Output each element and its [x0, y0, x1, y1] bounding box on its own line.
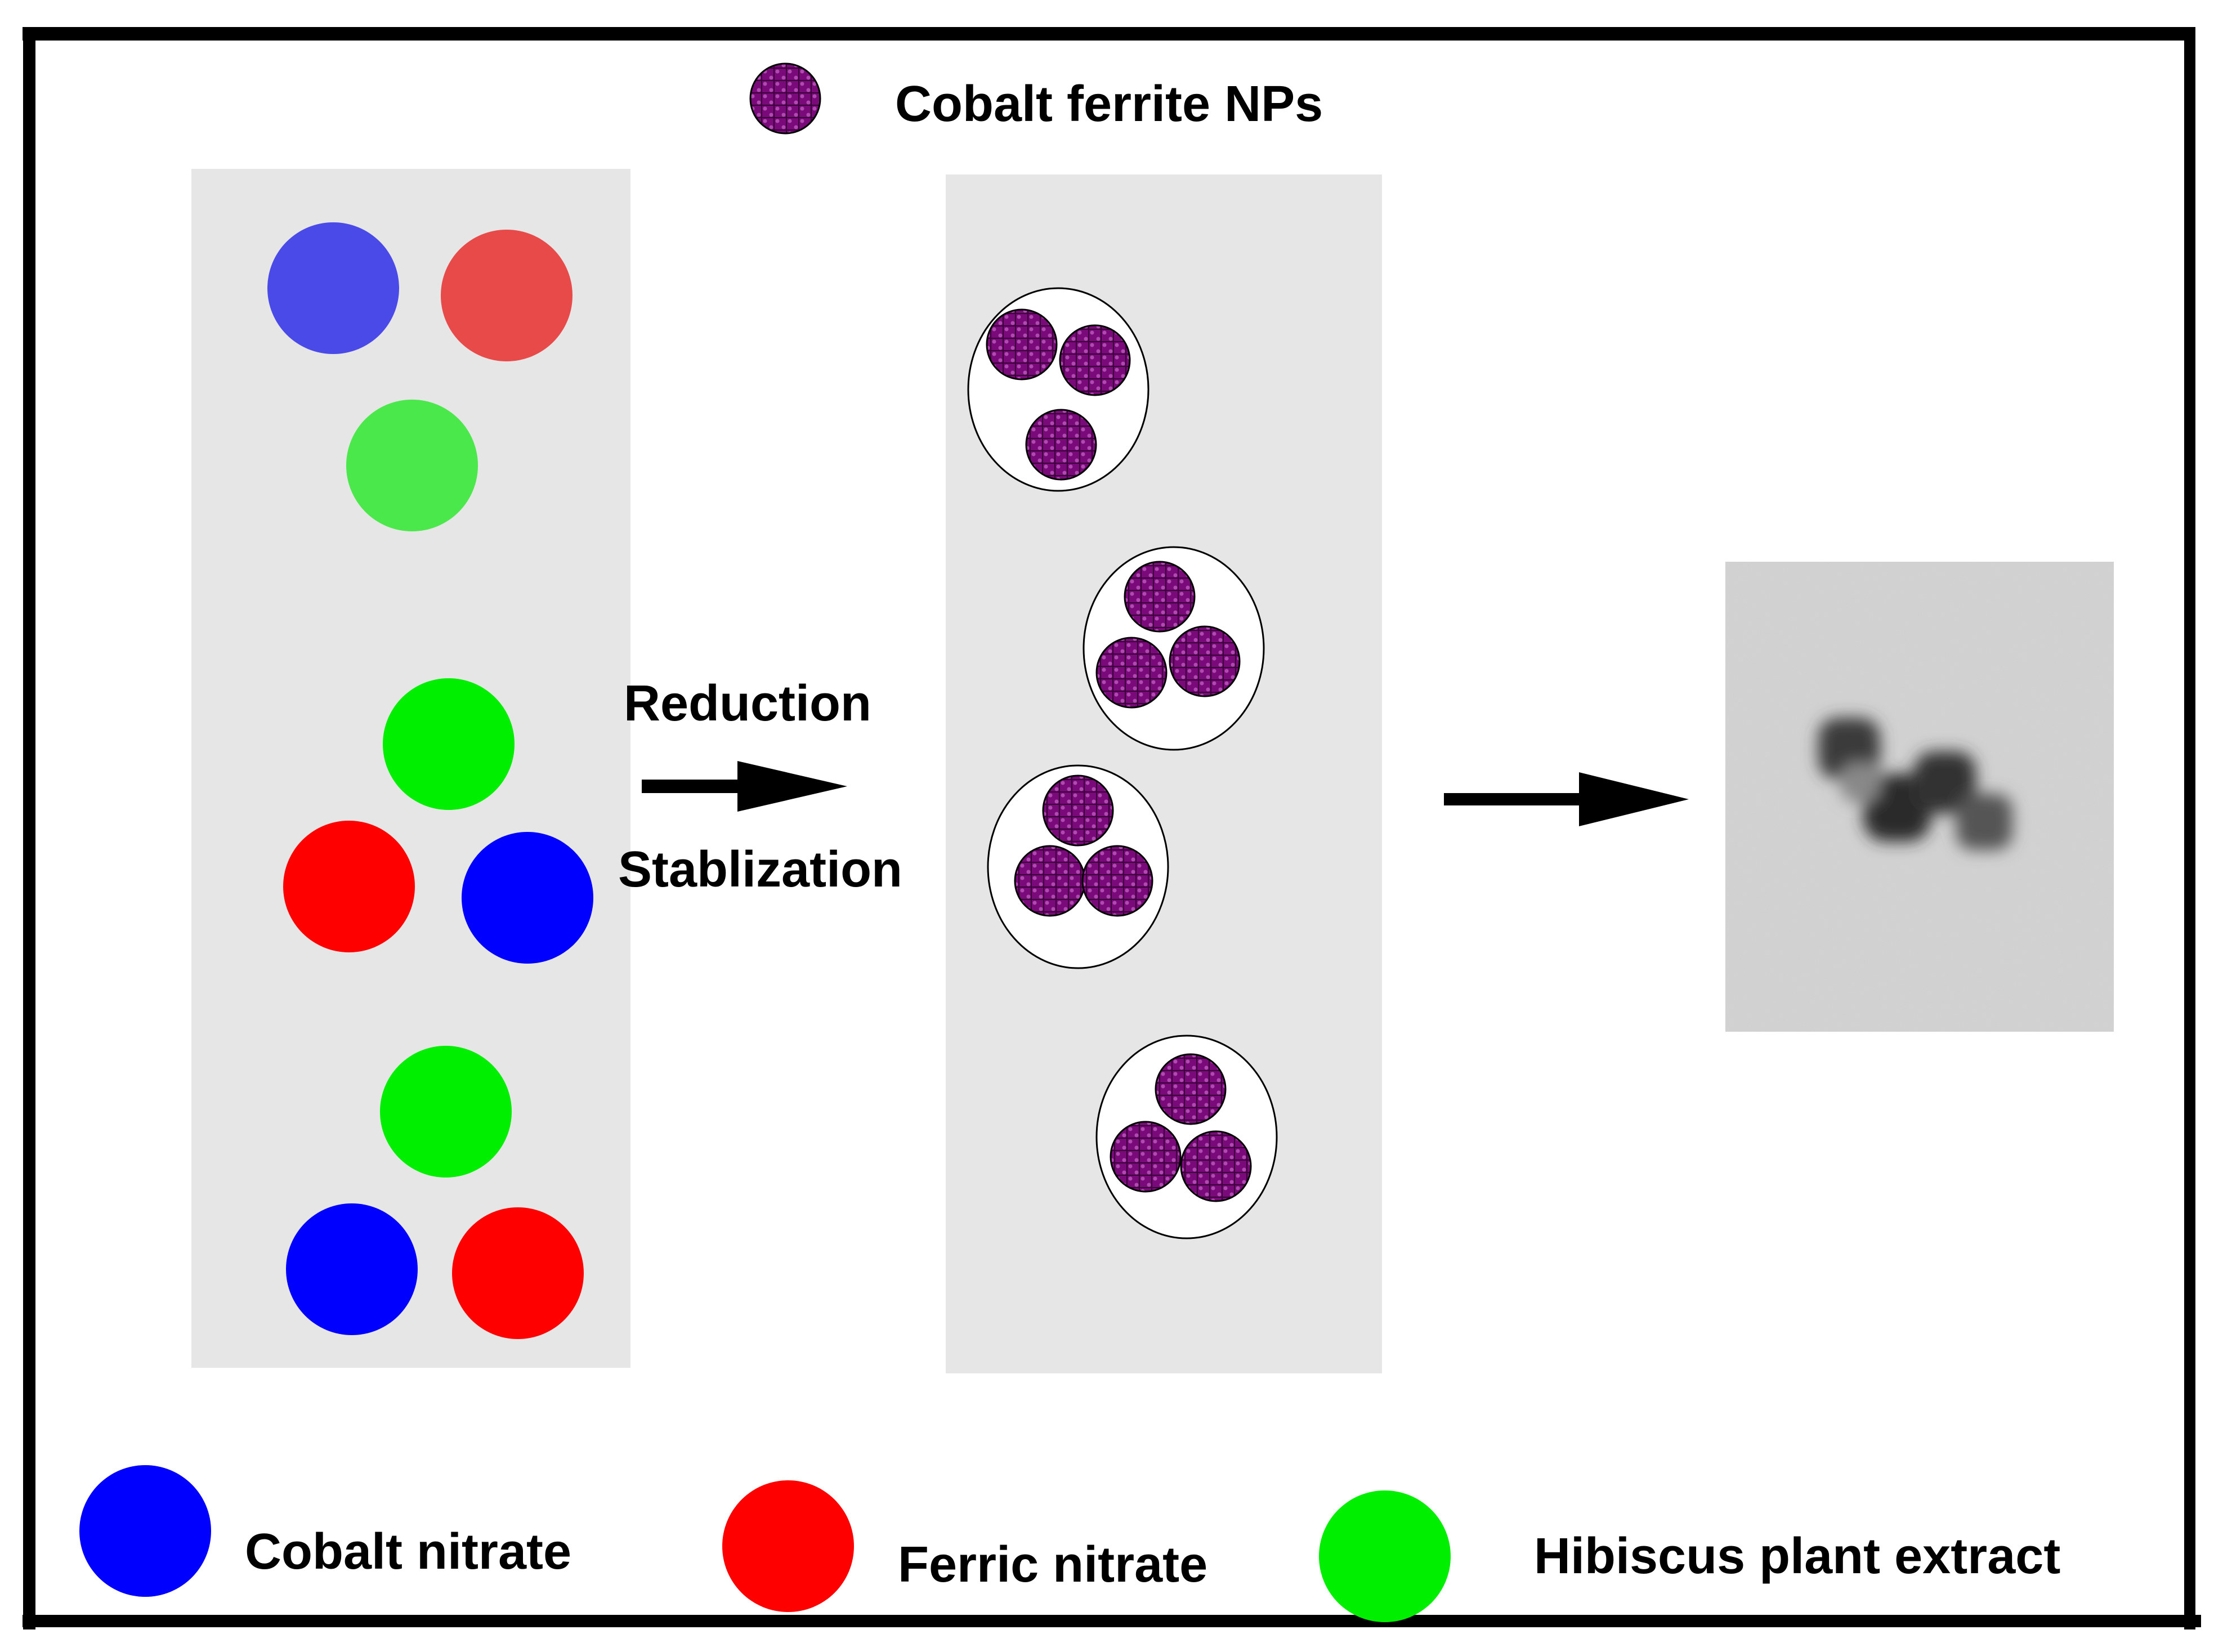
legend-label: Hibiscus plant extract [1534, 1528, 2060, 1584]
precursor-group-3 [286, 1046, 584, 1339]
legend-item-ferric-nitrate: Ferric nitrate [722, 1480, 1207, 1612]
legend-swatch [722, 1480, 854, 1612]
legend: Cobalt nitrate Ferric nitrate Hibiscus p… [79, 1465, 2060, 1622]
outer-frame [23, 27, 2201, 1629]
extract-dot [383, 678, 515, 810]
capped-cluster [1095, 1035, 1278, 1239]
extract-dot [346, 400, 478, 531]
legend-swatch [1319, 1490, 1451, 1622]
cobalt-nitrate-dot [267, 222, 399, 354]
ferric-nitrate-dot [283, 821, 415, 952]
reduction-label: Reduction [624, 675, 871, 732]
ferric-nitrate-dot [441, 230, 572, 361]
cobalt-nitrate-dot [286, 1203, 418, 1335]
cobalt-nitrate-dot [462, 832, 593, 964]
nanoparticle-panel [946, 174, 1382, 1373]
process-step: Reduction Stablization [618, 675, 902, 898]
right-arrow-icon [1444, 772, 1689, 826]
capped-cluster [987, 764, 1169, 969]
top-legend: Cobalt ferrite NPs [749, 62, 1323, 135]
precursor-panel [191, 169, 630, 1368]
top-legend-label: Cobalt ferrite NPs [895, 76, 1323, 132]
capped-cluster [967, 287, 1150, 492]
legend-swatch [79, 1465, 211, 1597]
legend-label: Cobalt nitrate [245, 1524, 571, 1580]
ferric-nitrate-dot [452, 1207, 584, 1339]
precursor-group-2 [283, 678, 593, 964]
nanoparticle-icon [749, 62, 821, 135]
legend-item-cobalt-nitrate: Cobalt nitrate [79, 1465, 571, 1597]
right-arrow-icon [642, 761, 847, 812]
legend-label: Ferric nitrate [898, 1537, 1207, 1593]
tem-micrograph-image [1725, 562, 2114, 1032]
precursor-group-1 [267, 222, 572, 531]
stabilization-label: Stablization [618, 841, 902, 898]
extract-dot [380, 1046, 512, 1178]
capped-cluster [1083, 546, 1265, 751]
legend-item-hibiscus-plant-extract: Hibiscus plant extract [1319, 1490, 2060, 1622]
